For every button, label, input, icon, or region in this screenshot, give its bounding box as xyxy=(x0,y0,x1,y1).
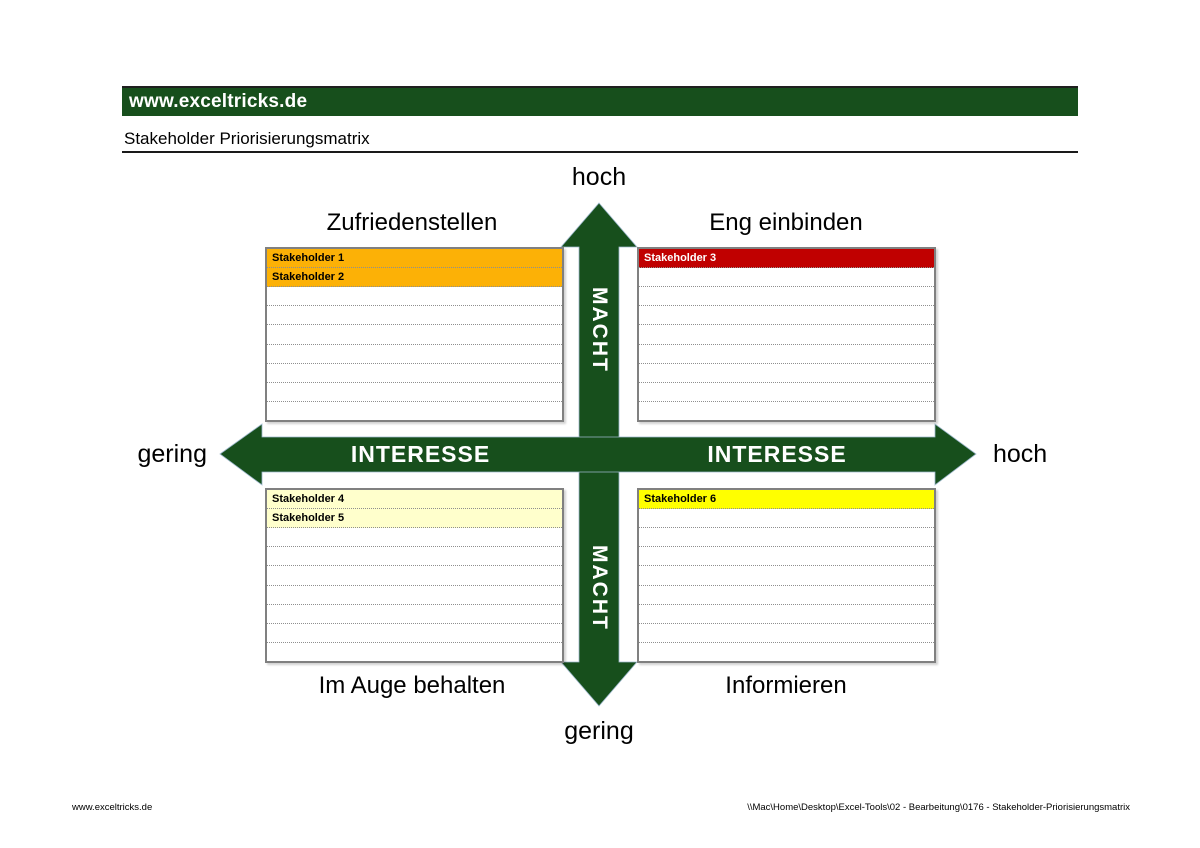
footer-site-url: www.exceltricks.de xyxy=(72,802,153,813)
stakeholder-cell[interactable] xyxy=(639,643,934,661)
stakeholder-cell[interactable] xyxy=(639,306,934,326)
stakeholder-cell[interactable] xyxy=(639,624,934,643)
interest-axis-name-right: INTERESSE xyxy=(707,441,847,467)
stakeholder-cell[interactable] xyxy=(267,605,562,624)
stakeholder-cell[interactable] xyxy=(267,643,562,661)
stakeholder-cell[interactable]: Stakeholder 1 xyxy=(267,249,562,269)
stakeholder-cell[interactable] xyxy=(267,566,562,586)
stakeholder-cell[interactable] xyxy=(267,364,562,383)
stakeholder-cell[interactable] xyxy=(639,287,934,307)
stakeholder-cell[interactable] xyxy=(267,325,562,345)
interest-high-label: hoch xyxy=(993,440,1048,468)
stakeholder-cell[interactable]: Stakeholder 4 xyxy=(267,490,562,510)
stakeholder-cell[interactable] xyxy=(639,345,934,364)
quadrant-title-inform: Informieren xyxy=(725,672,847,699)
stakeholder-cell[interactable] xyxy=(639,268,934,288)
interest-axis-name-left: INTERESSE xyxy=(350,441,491,467)
page-title: Stakeholder Priorisierungsmatrix xyxy=(124,129,370,148)
stakeholder-list-top-right: Stakeholder 3 xyxy=(637,247,936,422)
power-high-label: hoch xyxy=(571,163,627,191)
power-low-label: gering xyxy=(564,717,634,745)
stakeholder-cell[interactable] xyxy=(267,547,562,567)
stakeholder-cell[interactable] xyxy=(267,624,562,643)
stakeholder-cell[interactable] xyxy=(639,364,934,383)
stakeholder-cell[interactable]: Stakeholder 2 xyxy=(267,268,562,288)
stakeholder-cell[interactable] xyxy=(639,402,934,420)
power-axis-name-top: MACHT xyxy=(588,287,611,373)
brand-banner-text: www.exceltricks.de xyxy=(129,91,308,112)
footer-file-path: \\Mac\Home\Desktop\Excel-Tools\02 - Bear… xyxy=(747,802,1130,813)
stakeholder-cell[interactable] xyxy=(267,306,562,326)
stakeholder-cell[interactable] xyxy=(639,547,934,567)
stakeholder-cell[interactable] xyxy=(639,566,934,586)
power-axis-name-bottom: MACHT xyxy=(588,545,611,631)
quadrant-title-engage: Eng einbinden xyxy=(709,209,863,236)
quadrant-title-monitor: Im Auge behalten xyxy=(318,672,506,699)
stakeholder-cell[interactable] xyxy=(639,586,934,605)
stakeholder-cell[interactable]: Stakeholder 3 xyxy=(639,249,934,269)
stakeholder-cell[interactable]: Stakeholder 5 xyxy=(267,509,562,529)
stakeholder-cell[interactable] xyxy=(639,509,934,529)
stakeholder-cell[interactable] xyxy=(639,325,934,345)
quadrant-title-satisfy: Zufriedenstellen xyxy=(326,209,498,236)
stakeholder-list-bottom-right: Stakeholder 6 xyxy=(637,488,936,663)
stakeholder-cell[interactable] xyxy=(639,605,934,624)
stakeholder-cell[interactable] xyxy=(639,383,934,402)
stakeholder-cell[interactable]: Stakeholder 6 xyxy=(639,490,934,510)
stakeholder-cell[interactable] xyxy=(639,528,934,548)
stakeholder-cell[interactable] xyxy=(267,383,562,402)
stakeholder-cell[interactable] xyxy=(267,345,562,364)
interest-low-label: gering xyxy=(137,440,208,468)
interest-arrow-shape xyxy=(219,423,977,486)
stakeholder-cell[interactable] xyxy=(267,402,562,420)
title-divider xyxy=(122,151,1078,153)
brand-banner: www.exceltricks.de xyxy=(122,86,1078,116)
stakeholder-cell[interactable] xyxy=(267,287,562,307)
interest-axis-arrow xyxy=(219,423,977,486)
stakeholder-cell[interactable] xyxy=(267,586,562,605)
stakeholder-cell[interactable] xyxy=(267,528,562,548)
